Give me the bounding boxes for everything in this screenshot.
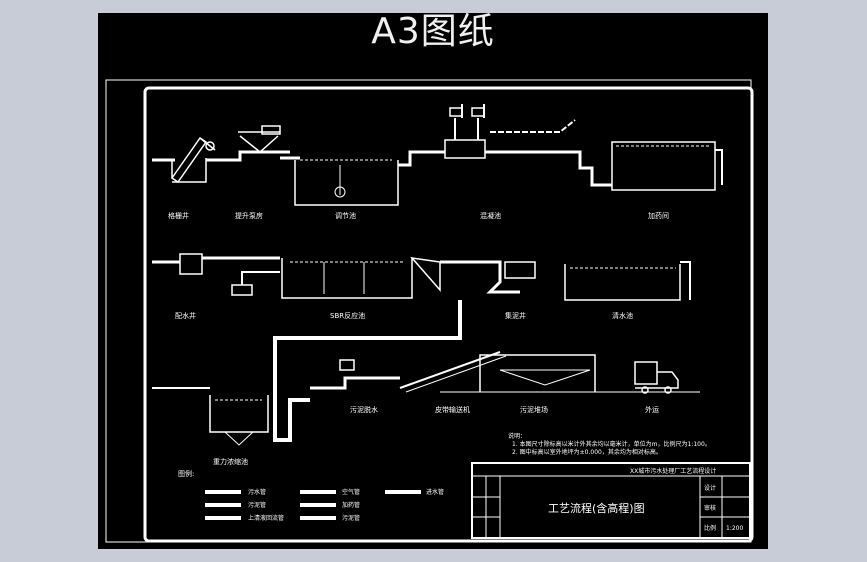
- label-clear-tank: 清水池: [612, 311, 633, 320]
- label-sludge-well: 集泥井: [505, 311, 526, 320]
- label-dosing: 加药间: [648, 211, 669, 220]
- legend-swatch-7: [385, 490, 421, 494]
- legend-item-6: 污泥管: [342, 514, 360, 522]
- legend-swatch-2: [205, 503, 241, 507]
- label-distribution-well: 配水井: [175, 311, 196, 320]
- label-coagulation-tank: 混凝池: [480, 211, 501, 220]
- legend-swatch-5: [300, 503, 336, 507]
- drawing-title: 工艺流程(含高程)图: [548, 501, 645, 515]
- legend-item-2: 污泥管: [248, 501, 266, 509]
- legend-swatch-4: [300, 490, 336, 494]
- notes-heading: 说明：: [508, 432, 526, 440]
- legend-swatch-3: [205, 516, 241, 520]
- label-regulating-tank: 调节池: [335, 211, 356, 220]
- legend-swatch-1: [205, 490, 241, 494]
- inner-frame: [143, 86, 754, 543]
- notes-line-2: 2. 图中标高以室外地坪为±0.000，其余均为相对标高。: [512, 448, 662, 456]
- label-lift-pump: 提升泵房: [235, 211, 263, 220]
- component-labels: 格栅井 提升泵房 调节池 混凝池 加药间 配水井 SBR反应池 集泥井 清水池 …: [168, 211, 669, 466]
- title-row-1: 设计: [704, 484, 716, 492]
- label-sludge-thickener: 重力浓缩池: [213, 457, 248, 466]
- drawing-scale: 1:200: [726, 525, 743, 532]
- label-sbr-tank: SBR反应池: [330, 311, 365, 320]
- legend-swatch-6: [300, 516, 336, 520]
- title-block-header: XX城市污水处理厂工艺流程设计: [630, 467, 716, 475]
- legend-title: 图例:: [178, 469, 194, 478]
- notes-line-1: 1. 本图尺寸除标高以米计外其余均以毫米计，单位为m，比例尺为1:100。: [512, 440, 711, 448]
- legend-item-3: 上清液回流管: [248, 514, 284, 522]
- row1-process: [152, 104, 723, 206]
- notes-block: 说明： 1. 本图尺寸除标高以米计外其余均以毫米计，单位为m，比例尺为1:100…: [508, 432, 711, 456]
- label-sludge-store: 污泥堆场: [520, 405, 548, 414]
- title-row-3: 比例: [704, 524, 716, 532]
- legend-item-5: 加药管: [342, 501, 360, 509]
- label-grille-well: 格栅井: [168, 211, 189, 220]
- title-row-2: 审核: [704, 504, 716, 512]
- row2-process: [152, 253, 691, 362]
- legend-item-4: 空气管: [342, 488, 360, 496]
- label-sludge-press: 污泥脱水: [350, 405, 378, 414]
- page-title: A3图纸: [371, 11, 495, 52]
- row3-process: [152, 351, 700, 446]
- legend-item-1: 污水管: [248, 488, 266, 496]
- legend: 图例: 污水管 污泥管 上清液回流管 空气管 加药管 污泥管 进水管: [178, 469, 444, 522]
- title-block: [471, 462, 751, 539]
- legend-item-7: 进水管: [426, 488, 444, 496]
- label-transport: 外运: [645, 405, 659, 414]
- label-conveyor: 皮带输送机: [435, 405, 470, 414]
